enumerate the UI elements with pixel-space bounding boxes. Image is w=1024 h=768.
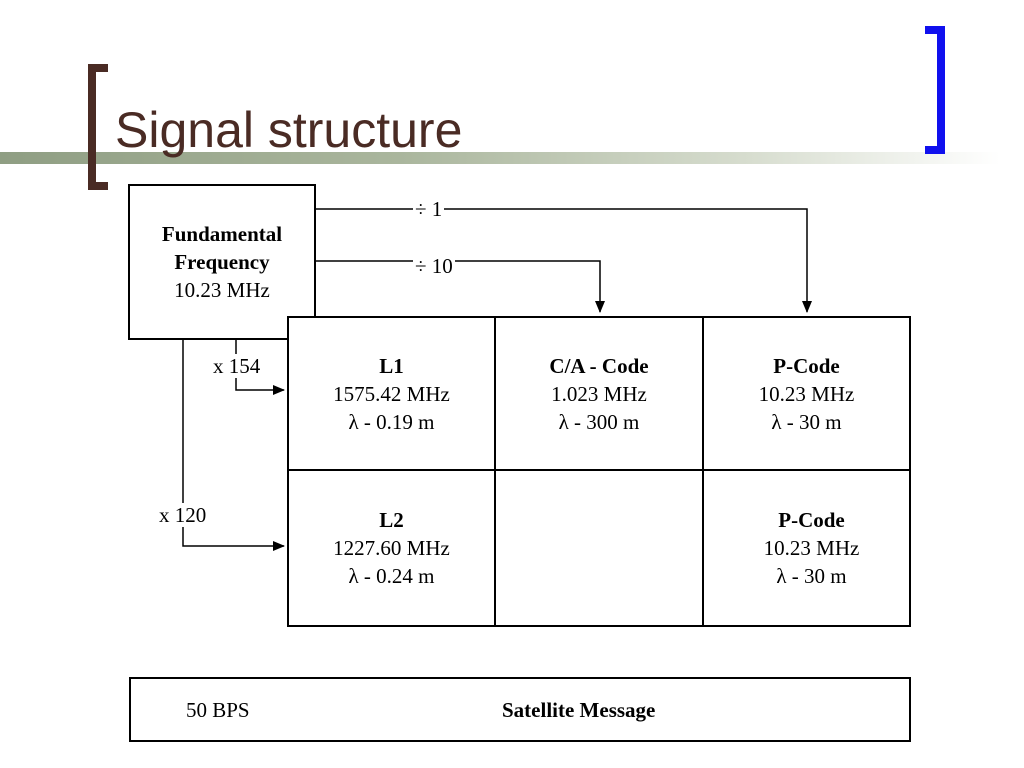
grid-col-divider-2: [702, 316, 704, 627]
message-rate: 50 BPS: [186, 698, 250, 722]
fundamental-frequency-value: 10.23 MHz: [174, 278, 270, 302]
signal-grid: [287, 316, 911, 627]
cell-p-code-l2-frequency: 10.23 MHz: [763, 536, 860, 560]
cell-ca-code-frequency: 1.023 MHz: [551, 381, 647, 406]
grid-row-divider: [287, 469, 911, 471]
cell-l2-frequency: 1227.60 MHz: [333, 536, 450, 560]
cell-ca-code: C/A - Code 1.023 MHz λ - 300 m: [496, 318, 702, 469]
cell-p-code-l2-wavelength: λ - 30 m: [776, 564, 847, 588]
message-label: Satellite Message: [502, 698, 656, 722]
cell-p-code-l2-name: P-Code: [778, 508, 845, 532]
fundamental-label-line1: Fundamental: [161, 222, 283, 246]
cell-p-code-l1-name: P-Code: [773, 353, 840, 378]
divide-1-connector: [315, 208, 812, 313]
cell-p-code-l2: P-Code 10.23 MHz λ - 30 m: [704, 471, 919, 625]
cell-l1-wavelength: λ - 0.19 m: [348, 409, 435, 434]
fundamental-frequency-box: Fundamental Frequency 10.23 MHz: [128, 184, 316, 340]
divide-10-label: ÷ 10: [413, 254, 455, 278]
cell-l1: L1 1575.42 MHz λ - 0.19 m: [289, 318, 494, 469]
cell-p-code-l1-wavelength: λ - 30 m: [771, 409, 842, 434]
multiply-120-label: x 120: [157, 503, 209, 527]
satellite-message-box: [129, 677, 911, 742]
right-bracket-decoration: [925, 26, 945, 154]
divide-10-connector: [315, 260, 605, 313]
cell-l1-frequency: 1575.42 MHz: [333, 381, 450, 406]
cell-p-code-l1-frequency: 10.23 MHz: [758, 381, 855, 406]
cell-p-code-l1: P-Code 10.23 MHz λ - 30 m: [704, 318, 909, 469]
cell-ca-code-name: C/A - Code: [549, 353, 649, 378]
multiply-154-label: x 154: [211, 354, 263, 378]
divide-1-label: ÷ 1: [413, 197, 445, 221]
cell-ca-code-wavelength: λ - 300 m: [558, 409, 640, 434]
fundamental-label-line2: Frequency: [174, 250, 270, 274]
slide-title: Signal structure: [115, 102, 463, 158]
left-bracket-decoration: [88, 64, 108, 190]
grid-col-divider-1: [494, 316, 496, 627]
cell-l2-wavelength: λ - 0.24 m: [348, 564, 435, 588]
cell-l1-name: L1: [379, 353, 404, 378]
multiply-120-connector: [182, 340, 285, 551]
cell-l2: L2 1227.60 MHz λ - 0.24 m: [289, 471, 494, 625]
title-rule: [0, 152, 1000, 164]
cell-empty: [496, 471, 702, 625]
cell-l2-name: L2: [379, 508, 404, 532]
